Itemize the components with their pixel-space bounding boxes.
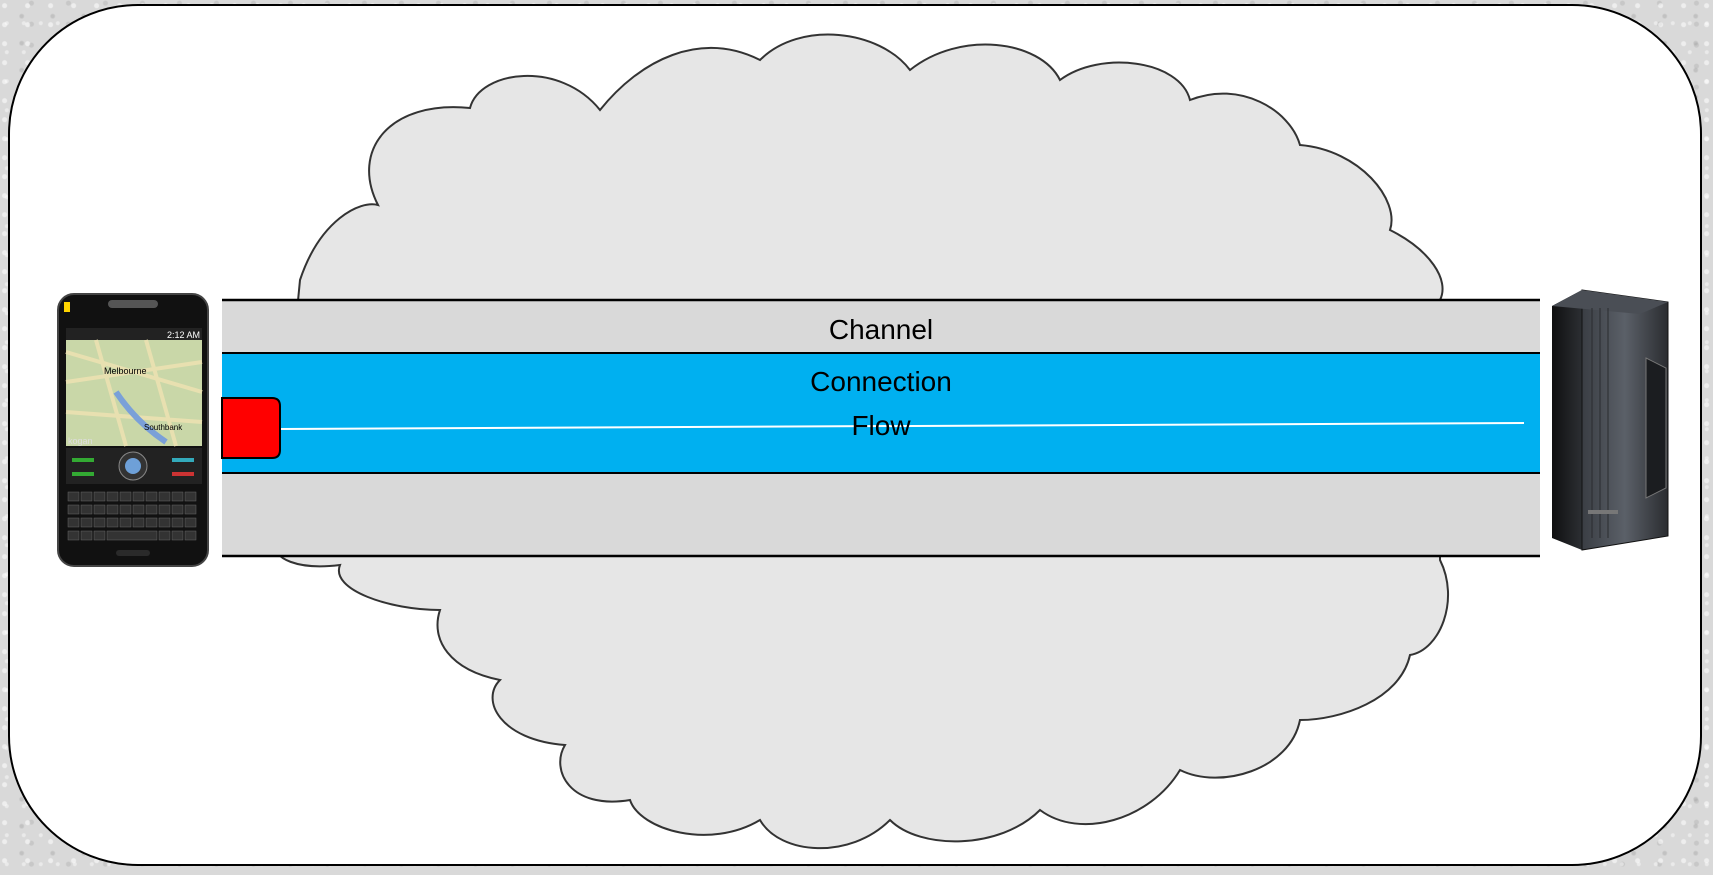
connection-band: [222, 353, 1540, 473]
phone-brand: kogan: [68, 436, 93, 446]
smartphone-icon: 2:12 AM Melbourne Southbank kogan: [57, 293, 209, 567]
phone-status-time: 2:12 AM: [167, 330, 200, 340]
channel-label: Channel: [828, 314, 934, 345]
flow-packet: [221, 397, 281, 459]
connection-label: Connection: [810, 366, 952, 397]
flow-line: [279, 422, 1525, 430]
flow-label: Flow: [851, 410, 911, 441]
phone-map-city: Melbourne: [104, 366, 147, 376]
phone-map-suburb: Southbank: [144, 423, 183, 432]
server-icon: [1552, 289, 1669, 551]
